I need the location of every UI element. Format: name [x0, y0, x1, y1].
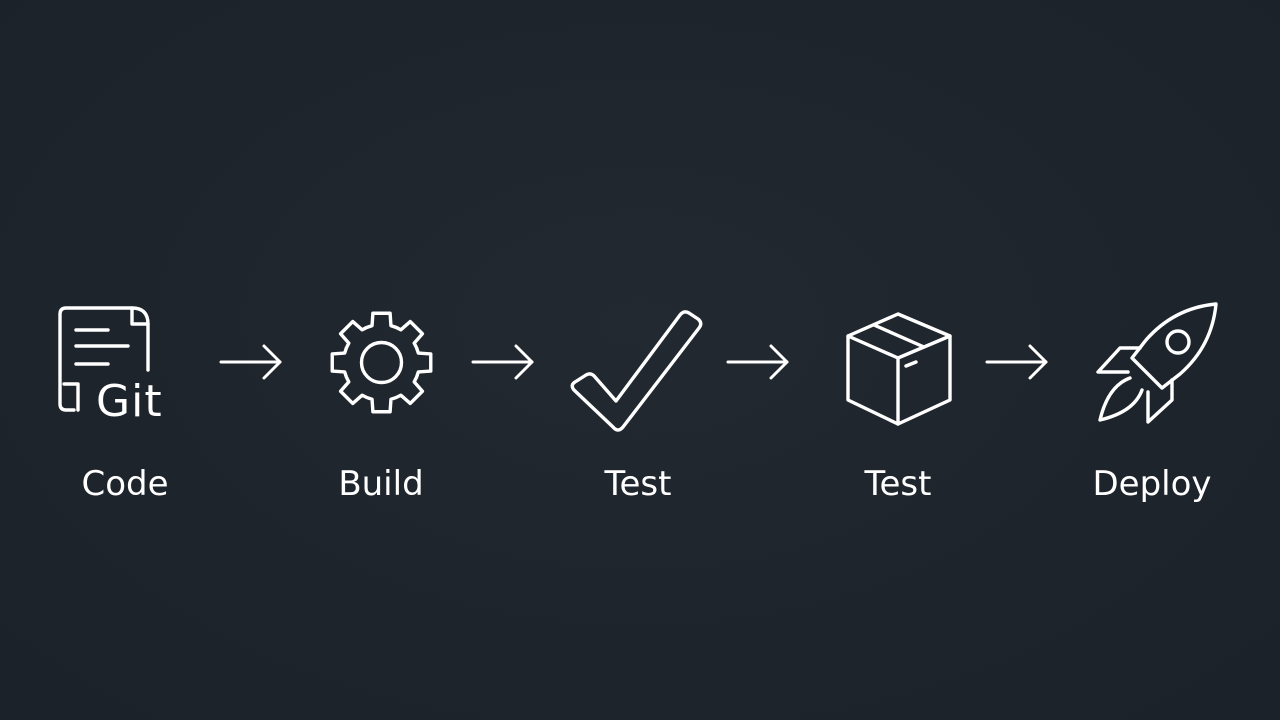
git-file-icon [58, 306, 150, 412]
checkmark-icon [570, 310, 703, 432]
package-box-icon [846, 312, 952, 426]
gear-icon [330, 311, 433, 414]
step-label-build: Build [338, 464, 424, 504]
right-arrow-icon [219, 344, 282, 380]
step-label-test-1: Test [604, 464, 672, 504]
right-arrow-icon [471, 344, 534, 380]
step-label-deploy: Deploy [1092, 464, 1212, 504]
right-arrow-icon [726, 344, 789, 380]
git-label: Git [96, 376, 163, 427]
rocket-icon [1096, 302, 1218, 424]
step-label-test-2: Test [864, 464, 932, 504]
right-arrow-icon [985, 344, 1048, 380]
step-label-code: Code [81, 464, 169, 504]
